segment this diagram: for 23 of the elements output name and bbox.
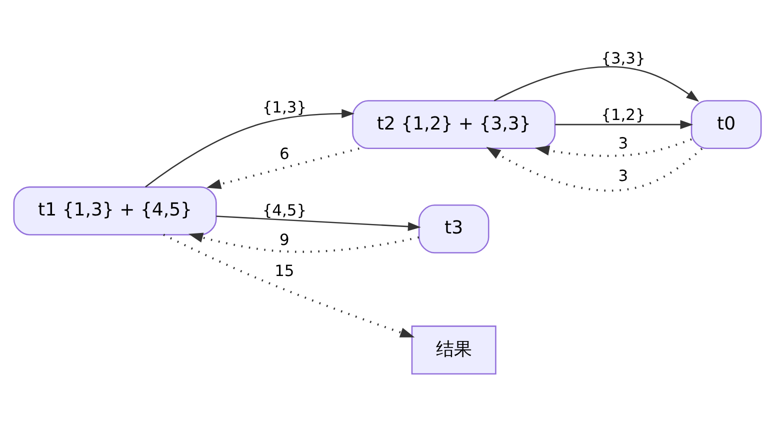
edge-label: 3 — [618, 134, 628, 153]
arrow — [555, 120, 694, 130]
arrow — [206, 148, 360, 190]
edge-label: {4,5} — [262, 202, 307, 220]
edge-label: 15 — [274, 262, 294, 280]
edge-label: {3,3} — [601, 50, 646, 68]
edge-label: {1,2} — [601, 106, 646, 124]
node-box: t1 {1,3} + {4,5} — [13, 186, 217, 236]
arrow — [534, 138, 692, 157]
arrow — [216, 216, 421, 232]
arrow — [145, 109, 355, 188]
node-box: t3 — [418, 204, 490, 254]
arrow — [163, 234, 415, 338]
edge-label: {1,3} — [262, 98, 307, 116]
edge-label: 9 — [280, 231, 290, 250]
arrow — [494, 66, 700, 102]
edge-label: 6 — [280, 144, 290, 163]
node-box: t2 {1,2} + {3,3} — [352, 100, 556, 150]
arrow — [486, 146, 703, 192]
node-box: t0 — [690, 100, 762, 150]
arrow — [188, 232, 420, 253]
edge-label: 3 — [618, 166, 628, 185]
node-box: 结果 — [411, 326, 496, 374]
